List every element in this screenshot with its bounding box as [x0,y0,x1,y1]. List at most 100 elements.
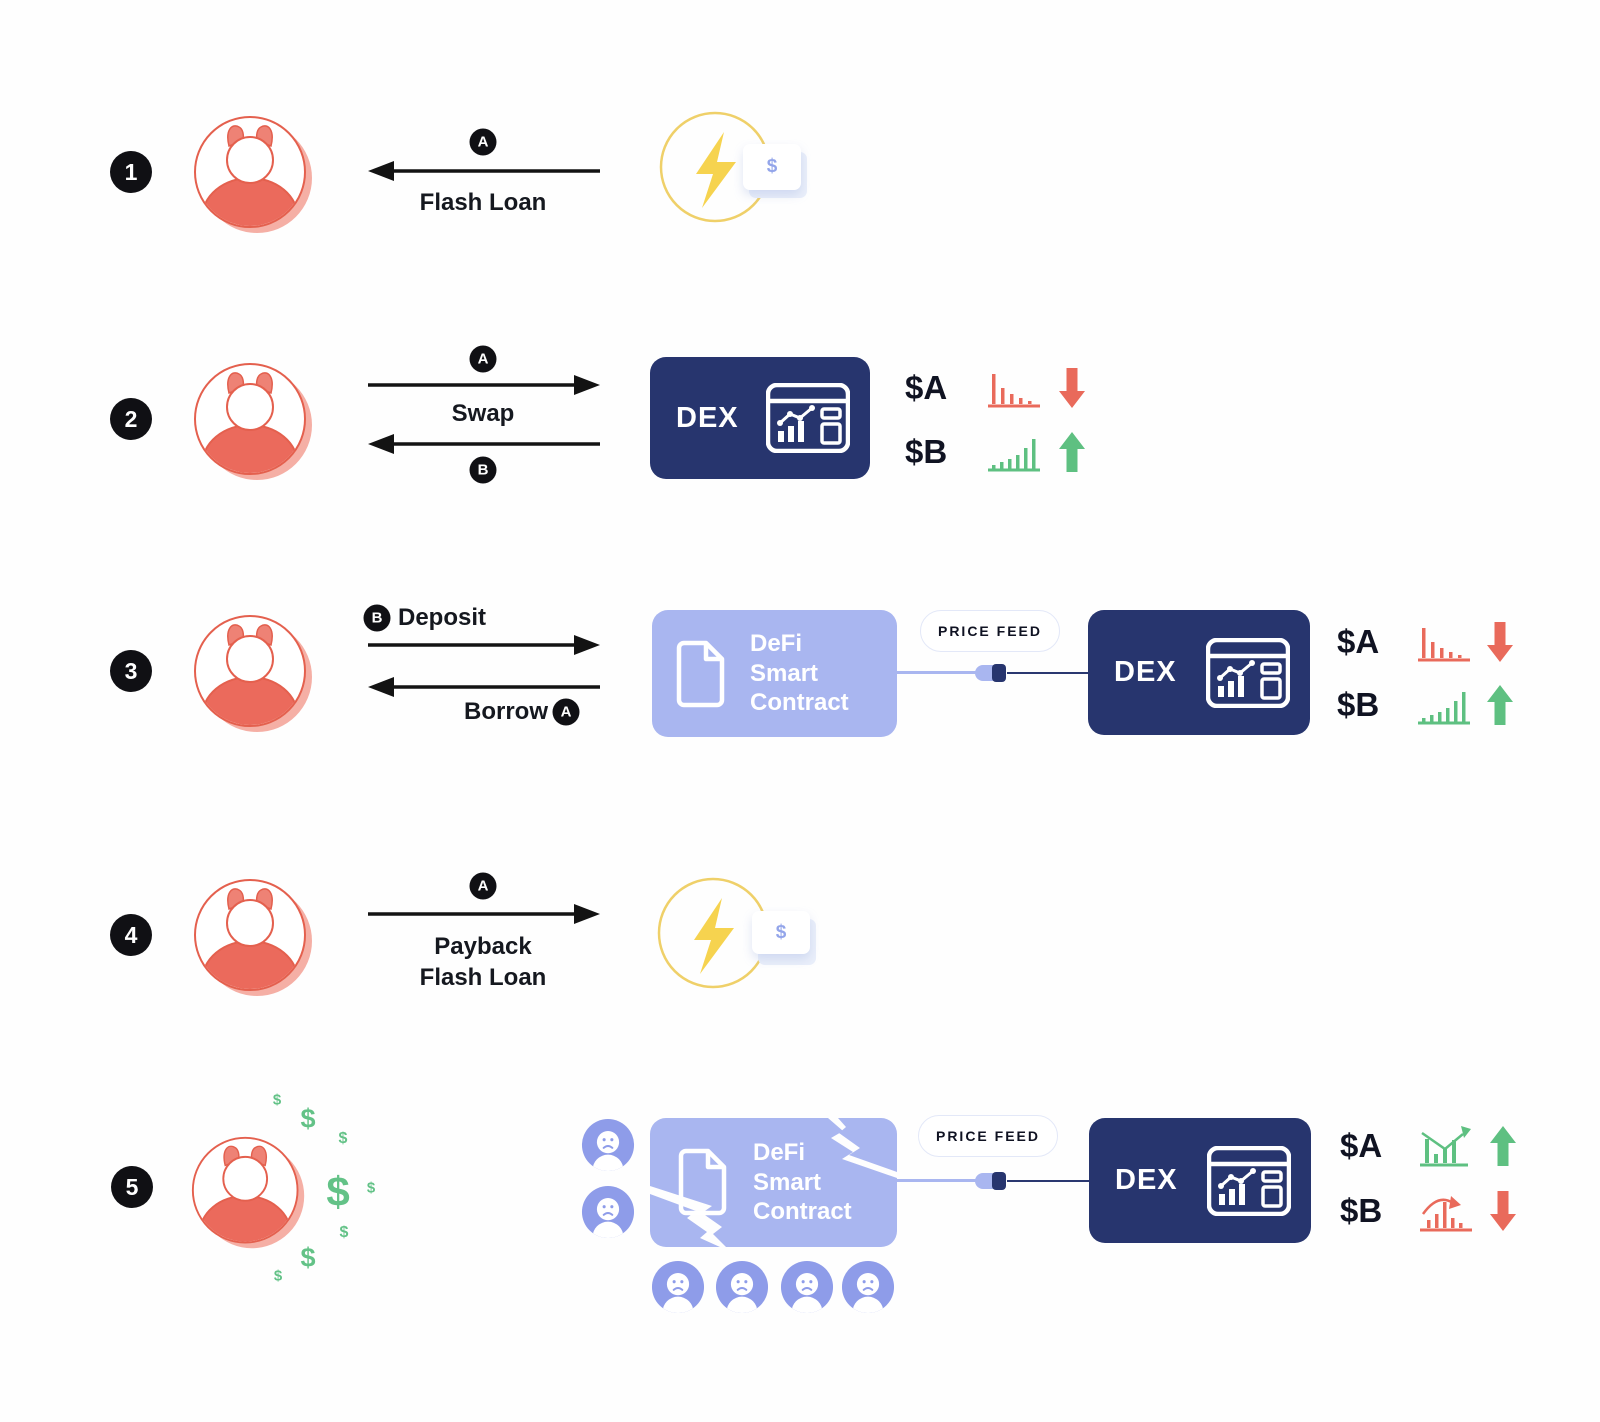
chart-window-icon [766,383,850,453]
devil-avatar-icon [194,615,312,732]
price-feed-connector [975,1172,1006,1190]
borrow-label: Borrow [464,698,548,725]
dex-box: DEX [650,357,870,479]
price-feed-line-light [897,671,977,674]
connector-left [975,1173,993,1189]
badge-letter: B [477,461,489,479]
step-2-a-badge: A [469,345,497,373]
attacker-avatar [192,361,316,490]
document-icon [676,640,725,707]
contract-line: DeFi [750,630,803,658]
connector-right [992,664,1006,682]
chart-window-icon [1206,637,1290,708]
payback-arrow [368,902,600,931]
token-a-row: $A [1340,1123,1516,1169]
bars-ascending-icon [988,439,1040,472]
victim-user [581,1118,635,1177]
dex-label: DEX [676,401,739,434]
contract-line: DeFi [753,1139,806,1166]
sad-user-icon [581,1185,635,1239]
arrow-down-icon [1490,1191,1516,1231]
defi-smart-contract-box: DeFi Smart Contract [652,610,897,737]
price-feed-line-light [897,1179,977,1182]
token-b-row: $B [905,431,1085,473]
step-2-number-badge: 2 [110,398,152,440]
badge-letter: A [477,133,489,151]
token-b-symbol: $B [1340,1192,1383,1229]
sad-user-icon [715,1260,769,1314]
step-3-number: 3 [124,657,138,684]
arrow-up-icon [1487,685,1513,725]
price-feed-pill: PRICE FEED [920,610,1060,652]
price-feed-pill: PRICE FEED [918,1115,1058,1157]
profit-dollar-icon: $ [326,1168,350,1215]
sad-user-icon [780,1260,834,1314]
step-3-b-badge: B [363,604,391,632]
contract-label: DeFi Smart Contract [750,629,849,718]
money-card: $ [743,144,801,190]
profit-dollar-icon: $ [338,1130,348,1147]
bars-declining-icon [988,374,1040,408]
connector-right [992,1172,1006,1190]
document-icon [678,1148,727,1216]
payback-label-line: Flash Loan [419,964,547,991]
connector-left [975,665,993,681]
price-feed-line-dark [1007,1180,1089,1182]
token-b-row: $B [1337,684,1513,726]
devil-avatar-icon [191,1136,305,1249]
devil-avatar-icon [194,879,312,996]
profit-dollar-icon: $ [273,1267,283,1285]
step-2-number: 2 [124,405,138,432]
dex-box: DEX [1088,610,1310,735]
token-b-symbol: $B [905,433,948,470]
flash-loan-arrow [368,159,600,188]
step-4-number: 4 [124,921,138,948]
step-3-a-badge: A [552,698,580,726]
contract-label: DeFi Smart Contract [753,1138,852,1227]
bars-rising-trend-icon [1420,1126,1471,1167]
deposit-label: Deposit [398,604,487,631]
badge-letter: A [477,877,489,895]
badge-letter: A [560,703,572,721]
broken-defi-smart-contract-box: DeFi Smart Contract [650,1118,897,1247]
payback-label-line: Payback [434,933,532,960]
step-2-b-badge: B [469,456,497,484]
contract-line: Smart [753,1168,822,1196]
contract-line: Contract [750,689,849,717]
swap-send-arrow [368,373,600,402]
devil-avatar-icon [194,116,312,233]
borrow-arrow [368,675,600,704]
token-a-row: $A [905,367,1085,409]
bars-peak-falling-icon [1420,1196,1472,1232]
price-feed-line-dark [1007,672,1088,674]
profit-dollar-icon: $ [366,1179,376,1197]
bars-ascending-icon [1418,692,1470,725]
attacker-avatar [192,613,316,742]
arrow-down-icon [1059,368,1085,408]
devil-avatar-icon [194,363,312,480]
contract-line: Smart [750,659,819,687]
crack-shard-icon [838,1118,897,1172]
step-5-number: 5 [125,1173,139,1200]
profit-dollar-icon: $ [300,1242,316,1273]
victim-user [715,1260,769,1319]
sad-user-icon [581,1118,635,1172]
token-b-row: $B [1340,1188,1516,1234]
money-card: $ [752,911,810,954]
step-3-number-badge: 3 [110,650,152,692]
victim-user [651,1260,705,1319]
price-feed-connector [975,664,1006,682]
contract-line: Contract [753,1198,852,1225]
step-4-number-badge: 4 [110,914,152,956]
badge-letter: A [477,350,489,368]
victim-user [841,1260,895,1319]
bars-declining-icon [1418,628,1470,662]
sad-user-icon [651,1260,705,1314]
step-5-number-badge: 5 [111,1166,153,1208]
victim-user [780,1260,834,1319]
profit-dollar-icon: $ [339,1224,349,1241]
step-4-a-badge: A [469,872,497,900]
swap-receive-arrow [368,432,600,461]
token-a-symbol: $A [1340,1127,1383,1164]
